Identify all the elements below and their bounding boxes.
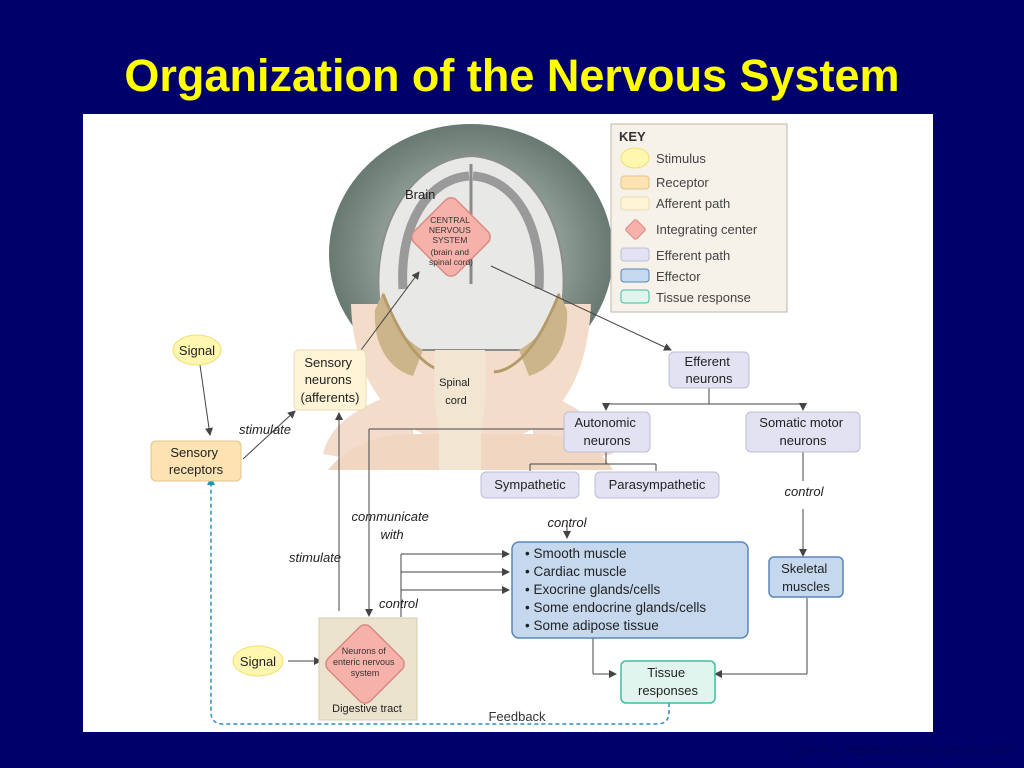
key-effector: Effector: [656, 269, 701, 284]
effector-swatch: [621, 269, 649, 282]
sympathetic-label: Sympathetic: [494, 477, 566, 492]
receptor-swatch: [621, 176, 649, 189]
feedback-label: Feedback: [488, 709, 546, 724]
stimulate-label-1: stimulate: [239, 422, 291, 437]
key-efferent-path: Efferent path: [656, 248, 730, 263]
tissue-response-swatch: [621, 290, 649, 303]
digestive-tract-label: Digestive tract: [332, 703, 402, 715]
key-heading: KEY: [619, 129, 646, 144]
sensory-neurons-label: Sensory neurons (afferents): [300, 355, 359, 405]
slide-title: Organization of the Nervous System: [0, 50, 1024, 102]
parasympathetic-label: Parasympathetic: [609, 477, 706, 492]
control-label-enteric: control: [379, 596, 419, 611]
nervous-system-diagram: Brain CENTRAL NERVOUS SYSTEM (brain and …: [83, 114, 933, 732]
stimulate-label-2: stimulate: [289, 550, 341, 565]
key-tissue-response: Tissue response: [656, 290, 751, 305]
cns-label: CENTRAL NERVOUS SYSTEM (brain and spinal…: [429, 215, 473, 267]
efferent-swatch: [621, 248, 649, 261]
stimulus-swatch: [621, 148, 649, 168]
afferent-swatch: [621, 197, 649, 210]
brain-label: Brain: [405, 187, 435, 202]
key-receptor: Receptor: [656, 175, 709, 190]
control-label-autonomic: control: [547, 515, 587, 530]
communicate-with-label: communicate with: [352, 509, 433, 542]
figure-caption: Figure 8-1: Organization of the nervous …: [787, 742, 1014, 757]
diagram-panel: Brain CENTRAL NERVOUS SYSTEM (brain and …: [83, 114, 933, 732]
signal-top-label: Signal: [179, 343, 215, 358]
signal-bottom-label: Signal: [240, 654, 276, 669]
key-legend: KEY Stimulus Receptor Afferent path Inte…: [611, 124, 787, 312]
key-stimulus: Stimulus: [656, 151, 706, 166]
control-label-somatic: control: [784, 484, 824, 499]
key-afferent-path: Afferent path: [656, 196, 730, 211]
key-integrating-center: Integrating center: [656, 222, 758, 237]
